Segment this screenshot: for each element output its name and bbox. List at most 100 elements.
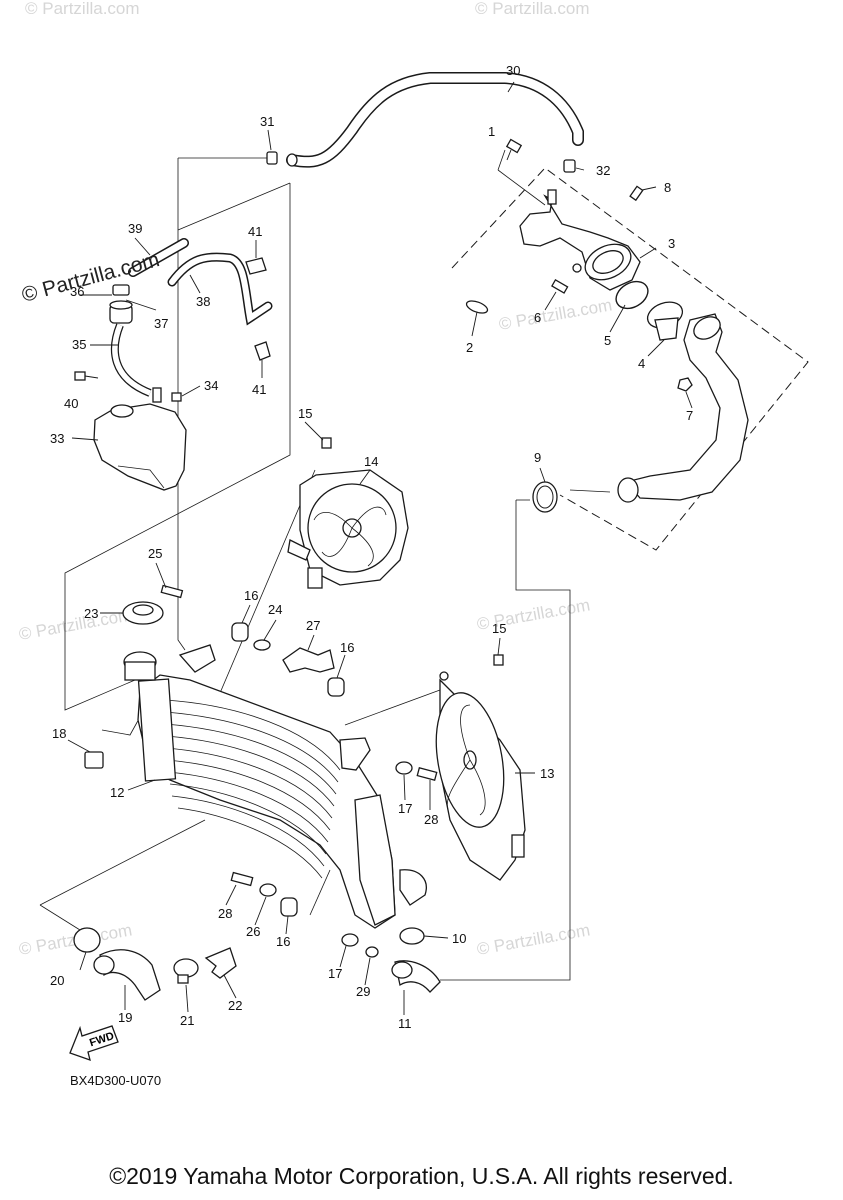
part-13-fan (435, 671, 526, 881)
callout-35: 35 (72, 337, 86, 352)
callout-23: 23 (84, 606, 98, 621)
part-20-clamp (73, 927, 101, 953)
callout-19: 19 (118, 1010, 132, 1025)
copyright-notice: ©2019 Yamaha Motor Corporation, U.S.A. A… (109, 1163, 734, 1189)
radiator-core-fins (164, 699, 341, 879)
part-17-collar-a (395, 761, 413, 775)
callout-12: 12 (110, 785, 124, 800)
part-28-bolt-b (230, 871, 254, 887)
callout-34: 34 (204, 378, 218, 393)
part-15-bolt-right (493, 654, 504, 666)
callout-38: 38 (196, 294, 210, 309)
svg-text:© Partzilla.com: © Partzilla.com (17, 605, 133, 644)
callout-29: 29 (356, 984, 370, 999)
part-3-thermostat-housing (519, 189, 641, 291)
callout-5: 5 (604, 333, 611, 348)
part-40-bolt (74, 371, 99, 381)
part-24-washer (253, 639, 271, 651)
callout-17: 17 (398, 801, 412, 816)
part-36-37-cap (109, 284, 133, 324)
part-19-hose (93, 949, 161, 1001)
part-29-nut (365, 946, 379, 958)
part-23-radiator-cap (122, 601, 164, 625)
part-31-clip (266, 151, 278, 165)
callout-40: 40 (64, 396, 78, 411)
callout-2: 2 (466, 340, 473, 355)
part-41-clips (245, 257, 271, 361)
callout-41b: 41 (252, 382, 266, 397)
callout-10: 10 (452, 931, 466, 946)
callout-16b: 16 (340, 640, 354, 655)
part-32-clip (563, 159, 576, 173)
part-10-clamp (399, 927, 425, 945)
part-12-radiator (123, 644, 427, 929)
callout-33: 33 (50, 431, 64, 446)
part-30-hose (286, 72, 584, 168)
part-6-bolt (551, 279, 569, 294)
leader-lines (67, 81, 693, 1015)
thermostat-group-outline (451, 167, 809, 551)
callout-31: 31 (260, 114, 274, 129)
part-15-bolt-top (321, 437, 332, 449)
part-22-cover (204, 947, 237, 979)
callout-16c: 16 (276, 934, 290, 949)
callout-15: 15 (298, 406, 312, 421)
part-28-bolt-a (416, 767, 438, 781)
part-39-hose (128, 238, 189, 277)
callout-25: 25 (148, 546, 162, 561)
callout-17b: 17 (328, 966, 342, 981)
part-1-bolt (505, 138, 523, 161)
callout-41: 41 (248, 224, 262, 239)
part-38-hose (167, 252, 273, 326)
part-26-washer (259, 883, 277, 897)
part-4-thermostat (646, 301, 684, 341)
part-34-bolt (171, 392, 182, 402)
callout-6: 6 (534, 310, 541, 325)
callout-30: 30 (506, 63, 520, 78)
part-21-clamp (173, 958, 199, 984)
callout-24: 24 (268, 602, 282, 617)
part-2-o-ring (465, 300, 489, 314)
callout-9: 9 (534, 450, 541, 465)
part-16-grommet-a (231, 622, 249, 642)
part-14-fan (287, 469, 409, 589)
callout-39: 39 (128, 221, 142, 236)
callout-1: 1 (488, 124, 495, 139)
part-8-bolt (629, 185, 644, 202)
svg-text:© Partzilla.com: © Partzilla.com (475, 920, 591, 959)
svg-text:© Partzilla.com: © Partzilla.com (497, 295, 613, 334)
part-25-screw (160, 584, 184, 599)
part-35-hose (110, 323, 152, 397)
part-7-nut (677, 377, 693, 392)
callout-18: 18 (52, 726, 66, 741)
callout-20: 20 (50, 973, 64, 988)
part-11-hose (391, 960, 441, 993)
callout-32: 32 (596, 163, 610, 178)
forward-arrow: FWD (69, 1025, 119, 1062)
callout-26: 26 (246, 924, 260, 939)
callout-28: 28 (424, 812, 438, 827)
callout-37: 37 (154, 316, 168, 331)
svg-text:© Partzilla.com: © Partzilla.com (475, 0, 590, 18)
callout-21: 21 (180, 1013, 194, 1028)
part-16-grommet-c (280, 897, 298, 917)
part-16-grommet-b (327, 677, 345, 697)
callout-13: 13 (540, 766, 554, 781)
callout-16: 16 (244, 588, 258, 603)
callout-4: 4 (638, 356, 645, 371)
callout-15b: 15 (492, 621, 506, 636)
callout-8: 8 (664, 180, 671, 195)
diagram-code: BX4D300-U070 (70, 1073, 162, 1088)
callout-27: 27 (306, 618, 320, 633)
callout-7: 7 (686, 408, 693, 423)
callout-28b: 28 (218, 906, 232, 921)
callout-22: 22 (228, 998, 242, 1013)
part-27-bracket (282, 647, 335, 673)
thermostat-cover-pipe (617, 313, 749, 503)
callout-11: 11 (398, 1016, 412, 1031)
callout-3: 3 (668, 236, 675, 251)
part-33-reservoir-tank (93, 387, 187, 491)
part-9-clamp (532, 481, 558, 513)
callout-labels: 1 2 3 4 5 6 7 8 9 10 11 12 13 14 15 15 1… (50, 63, 693, 1031)
